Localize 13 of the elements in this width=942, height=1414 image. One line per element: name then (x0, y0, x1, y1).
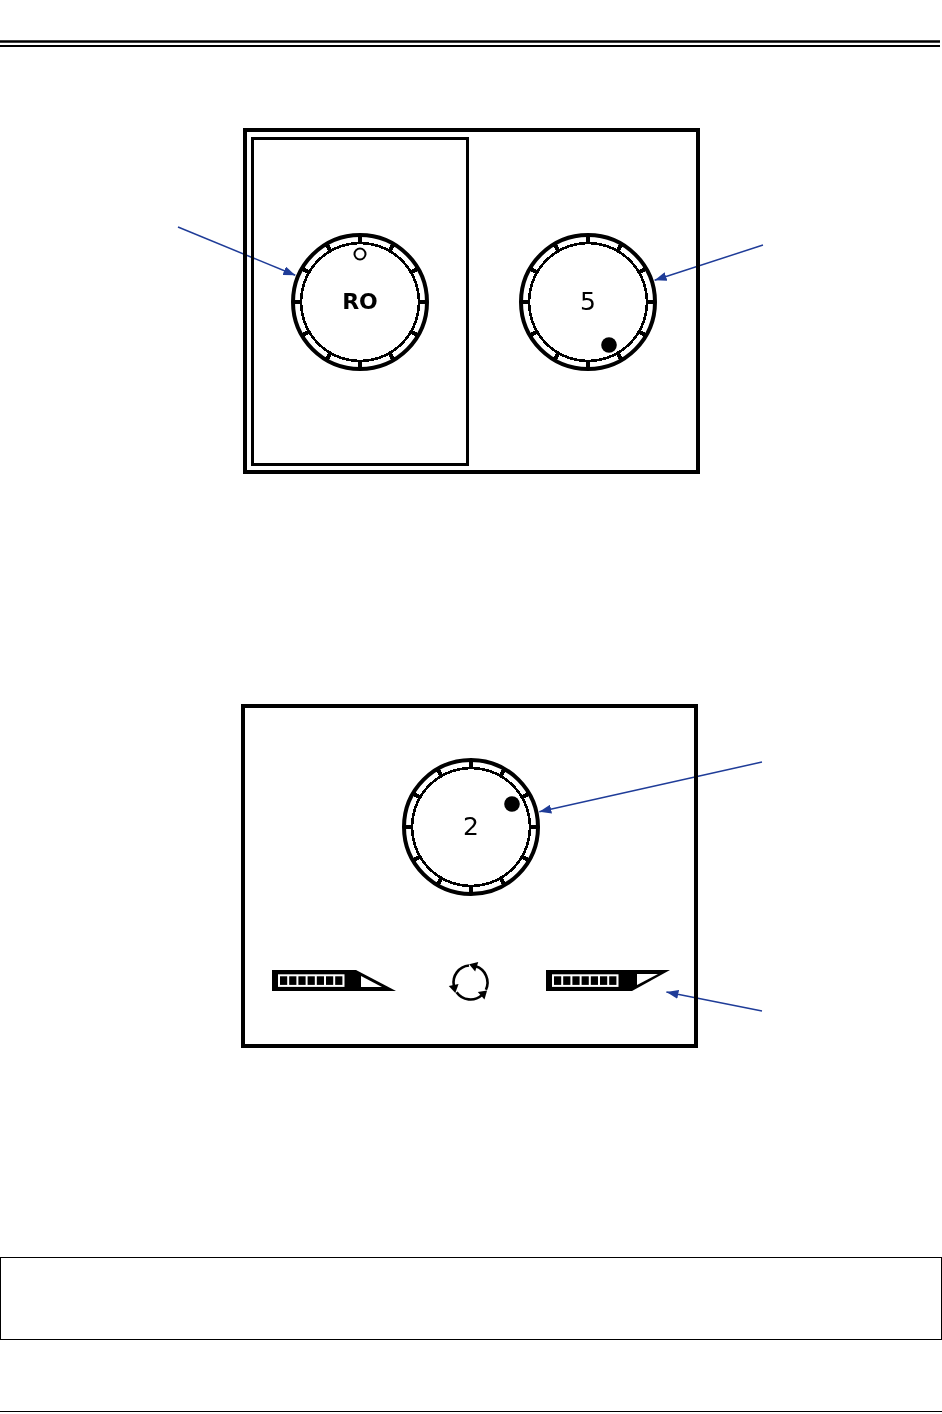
leader-arrow (177, 226, 297, 277)
leader-arrow (538, 761, 763, 814)
bar-gauge (546, 969, 671, 992)
leader-arrow (665, 989, 763, 1012)
dial-value: 2 (463, 813, 479, 841)
dial-value: RO (342, 289, 378, 315)
display-panel (251, 137, 469, 466)
display-screen (241, 704, 698, 1048)
display-screen (243, 128, 700, 474)
bar-gauge (272, 969, 397, 992)
note-box (0, 1257, 942, 1340)
dial-value: 5 (580, 288, 596, 316)
leader-arrow (653, 244, 764, 282)
